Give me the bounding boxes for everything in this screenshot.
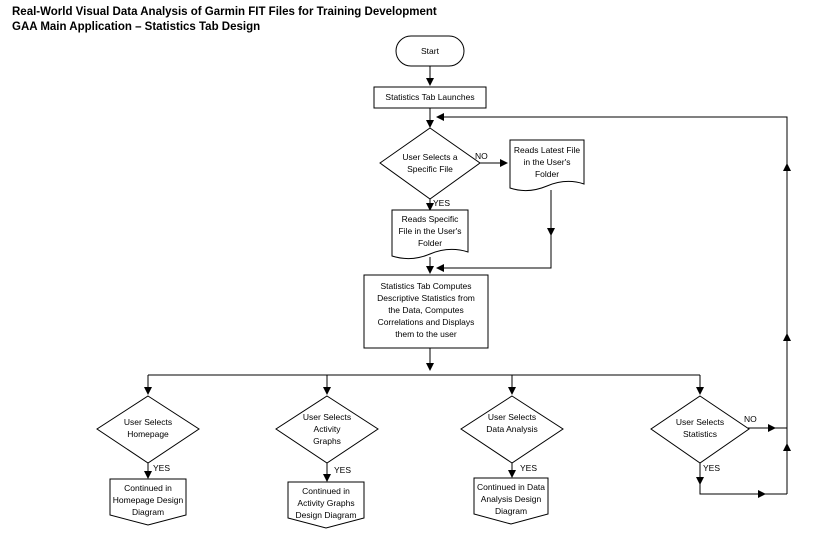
label-yes-data: YES xyxy=(520,463,537,473)
read-specific-line-1: Reads Specific xyxy=(402,214,459,224)
decision-stats-line-1: User Selects xyxy=(676,417,724,427)
decision-stats-node: User Selects Statistics xyxy=(650,395,750,464)
launch-label: Statistics Tab Launches xyxy=(385,92,474,102)
decision-file-line-2: Specific File xyxy=(407,164,453,174)
continued-homepage-line-3: Diagram xyxy=(132,507,164,517)
continued-data-line-3: Diagram xyxy=(495,506,527,516)
continued-data-line-2: Analysis Design xyxy=(481,494,542,504)
start-node: Start xyxy=(395,35,465,67)
read-latest-line-1: Reads Latest File xyxy=(514,145,580,155)
read-specific-node: Reads Specific File in the User's Folder xyxy=(391,209,469,260)
continued-homepage-node: Continued in Homepage Design Diagram xyxy=(109,478,187,526)
decision-data-line-2: Data Analysis xyxy=(486,424,538,434)
launch-node: Statistics Tab Launches xyxy=(373,86,487,109)
read-latest-node: Reads Latest File in the User's Folder xyxy=(509,139,585,192)
label-yes-stats: YES xyxy=(703,463,720,473)
continued-activity-line-3: Design Diagram xyxy=(296,510,357,520)
continued-data-line-1: Continued in Data xyxy=(477,482,545,492)
continued-data-node: Continued in Data Analysis Design Diagra… xyxy=(473,477,549,525)
connectors xyxy=(144,66,791,498)
edge-labels: NO YES YES YES YES NO YES xyxy=(153,151,757,475)
compute-line-1: Statistics Tab Computes xyxy=(380,281,471,291)
compute-line-3: the Data, Computes xyxy=(388,305,464,315)
decision-homepage-line-2: Homepage xyxy=(127,429,169,439)
continued-activity-line-2: Activity Graphs xyxy=(297,498,354,508)
title-line-1: Real-World Visual Data Analysis of Garmi… xyxy=(12,6,437,18)
decision-file-line-1: User Selects a xyxy=(402,152,458,162)
decision-activity-line-2: Activity xyxy=(314,424,342,434)
decision-homepage-node: User Selects Homepage xyxy=(96,395,200,464)
edge-latest-merge xyxy=(436,235,552,272)
continued-activity-line-1: Continued in xyxy=(302,486,350,496)
title-line-2: GAA Main Application – Statistics Tab De… xyxy=(12,21,261,33)
read-specific-line-2: File in the User's xyxy=(398,226,461,236)
read-latest-line-2: in the User's xyxy=(524,157,571,167)
read-specific-line-3: Folder xyxy=(418,238,442,248)
label-yes-file: YES xyxy=(433,198,450,208)
edge-stats-yes-route xyxy=(699,484,766,498)
decision-file-node: User Selects a Specific File xyxy=(379,127,481,200)
label-no-file: NO xyxy=(475,151,488,161)
compute-node: Statistics Tab Computes Descriptive Stat… xyxy=(363,274,489,349)
label-yes-homepage: YES xyxy=(153,463,170,473)
continued-homepage-line-1: Continued in xyxy=(124,483,172,493)
decision-data-line-1: User Selects xyxy=(488,412,536,422)
continued-activity-node: Continued in Activity Graphs Design Diag… xyxy=(287,481,365,529)
decision-activity-line-1: User Selects xyxy=(303,412,351,422)
label-no-stats: NO xyxy=(744,414,757,424)
decision-data-node: User Selects Data Analysis xyxy=(460,395,564,464)
return-rail-top xyxy=(436,113,788,164)
continued-homepage-line-2: Homepage Design xyxy=(113,495,184,505)
compute-line-4: Correlations and Displays xyxy=(378,317,475,327)
start-label: Start xyxy=(421,46,440,56)
decision-activity-line-3: Graphs xyxy=(313,436,341,446)
compute-line-2: Descriptive Statistics from xyxy=(377,293,475,303)
compute-line-5: them to the user xyxy=(395,329,457,339)
decision-homepage-line-1: User Selects xyxy=(124,417,172,427)
decision-activity-node: User Selects Activity Graphs xyxy=(275,395,379,464)
label-yes-activity: YES xyxy=(334,465,351,475)
read-latest-line-3: Folder xyxy=(535,169,559,179)
diagram-title: Real-World Visual Data Analysis of Garmi… xyxy=(12,5,437,35)
decision-stats-line-2: Statistics xyxy=(683,429,717,439)
